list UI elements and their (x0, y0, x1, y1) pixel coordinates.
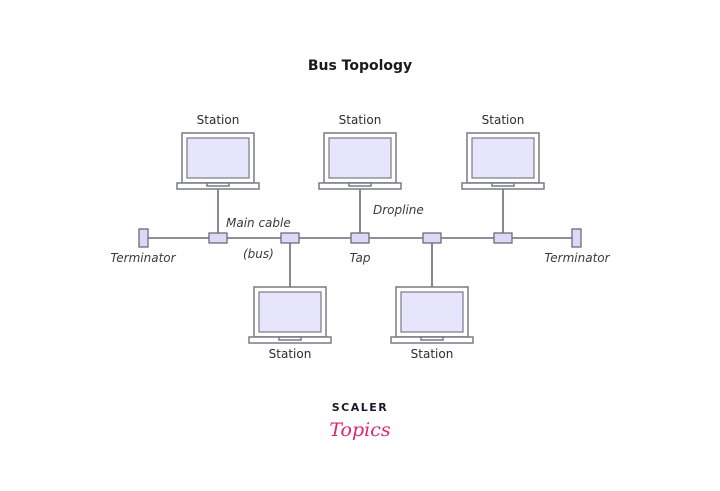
terminator-right (571, 228, 582, 248)
scaler-topics-logo: SCALER Topics (329, 401, 391, 441)
tap-label: Tap (349, 251, 370, 265)
station-laptop-5 (390, 286, 474, 344)
station-label: Station (411, 347, 454, 361)
terminator-label-right: Terminator (544, 251, 610, 265)
station-label: Station (197, 113, 240, 127)
logo-scaler: SCALER (332, 401, 389, 414)
terminator-left (138, 228, 149, 248)
tap (493, 232, 513, 244)
tap (280, 232, 300, 244)
tap (422, 232, 442, 244)
main-cable-label: Main cable (226, 216, 291, 230)
terminator-label-left: Terminator (110, 251, 176, 265)
dropline-label: Dropline (373, 203, 424, 217)
station-label: Station (482, 113, 525, 127)
tap (350, 232, 370, 244)
station-label: Station (339, 113, 382, 127)
logo-topics: Topics (329, 419, 391, 441)
diagram-title: Bus Topology (308, 58, 412, 74)
station-label: Station (269, 347, 312, 361)
bus-label: (bus) (243, 247, 274, 261)
station-laptop-1 (176, 132, 260, 190)
station-laptop-4 (248, 286, 332, 344)
station-laptop-3 (461, 132, 545, 190)
station-laptop-2 (318, 132, 402, 190)
tap (208, 232, 228, 244)
